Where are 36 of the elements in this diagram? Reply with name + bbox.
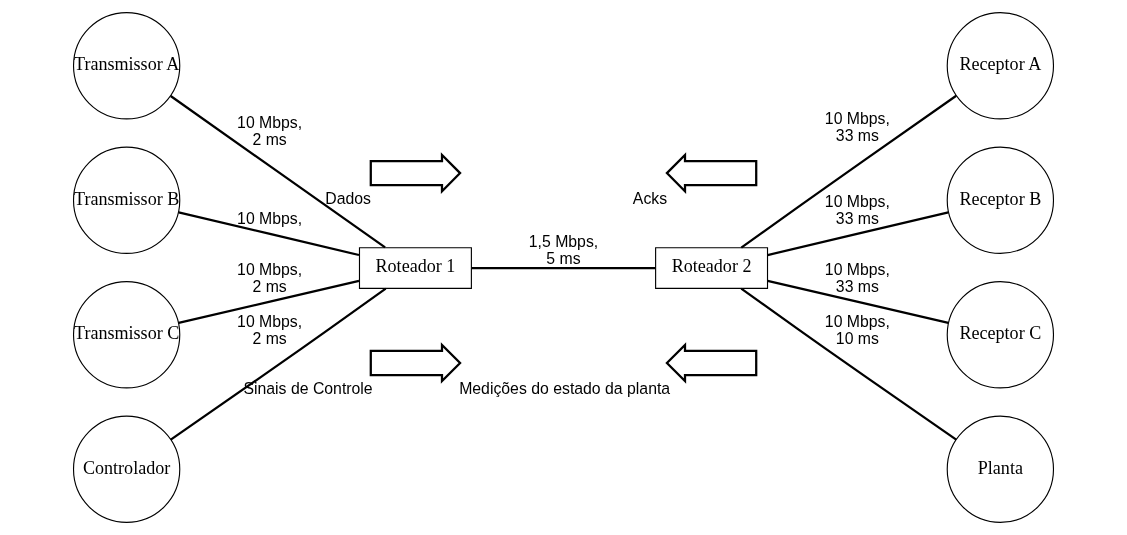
edge-label: 10 Mbps, <box>237 210 303 228</box>
connector <box>178 211 360 257</box>
connector <box>740 287 957 441</box>
node-circle: Receptor B <box>946 146 1055 254</box>
connector <box>170 95 386 249</box>
node-arrow <box>665 342 758 384</box>
node-arrow <box>369 152 462 194</box>
node-circle: Planta <box>946 415 1055 523</box>
connector <box>471 266 656 270</box>
node-label: Dados <box>325 189 372 207</box>
node-circle: Transmissor C <box>72 281 181 389</box>
connector <box>740 94 957 249</box>
edge-label: 10 Mbps, 2 ms <box>237 114 303 149</box>
node-label: Medições do estado da planta <box>459 379 671 397</box>
node-label: Sinais de Controle <box>243 379 373 397</box>
node-circle: Transmissor A <box>72 12 181 120</box>
edge-label: 10 Mbps, 33 ms <box>824 193 890 228</box>
connector <box>767 279 949 324</box>
edge-label: 1,5 Mbps, 5 ms <box>528 232 599 267</box>
node-circle: Receptor A <box>946 12 1055 120</box>
connector <box>767 211 949 257</box>
node-label: Acks <box>632 189 668 207</box>
connector <box>170 287 387 441</box>
node-circle: Controlador <box>72 415 181 523</box>
connector <box>178 279 360 324</box>
node-arrow <box>665 152 758 194</box>
node-box: Roteador 2 <box>655 247 769 289</box>
edge-label: 10 Mbps, 33 ms <box>824 261 890 296</box>
node-circle: Receptor C <box>946 281 1055 389</box>
node-circle: Transmissor B <box>72 146 181 254</box>
edge-label: 10 Mbps, 2 ms <box>237 313 303 348</box>
node-arrow <box>369 342 462 384</box>
edge-label: 10 Mbps, 2 ms <box>237 261 303 296</box>
edge-label: 10 Mbps, 33 ms <box>824 109 890 144</box>
edge-label: 10 Mbps, 10 ms <box>824 313 890 348</box>
node-box: Roteador 1 <box>358 247 472 289</box>
